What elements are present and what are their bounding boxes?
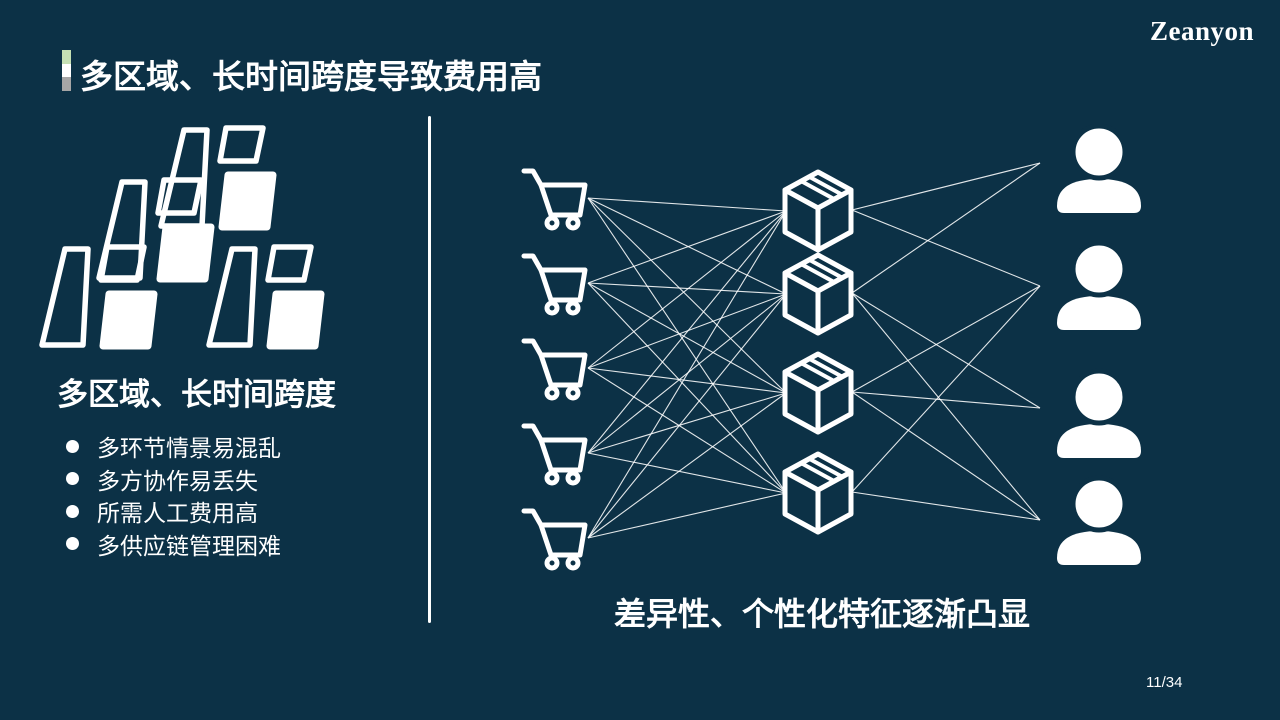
shopping-cart-icon — [524, 426, 585, 483]
list-item: 所需人工费用高 — [66, 495, 281, 528]
shopping-cart-icon — [524, 511, 585, 568]
list-item: 多供应链管理困难 — [66, 528, 281, 561]
package-box-icon — [785, 354, 851, 432]
shopping-cart-icon — [524, 341, 585, 398]
user-icon — [1057, 243, 1141, 330]
accent-segment-gray — [62, 77, 71, 92]
shopping-cart-icon — [524, 256, 585, 313]
user-icon — [1057, 371, 1141, 458]
package-box-icon — [785, 454, 851, 532]
user-icon — [1057, 478, 1141, 565]
bullet-dot-icon — [66, 439, 79, 453]
vertical-divider — [428, 116, 431, 623]
bullet-text: 多供应链管理困难 — [97, 532, 281, 559]
cart-to-box-edges — [587, 197, 787, 539]
page-title: 多区域、长时间跨度导致费用高 — [80, 58, 542, 95]
user-icon — [1057, 126, 1141, 213]
bullet-dot-icon — [66, 472, 79, 486]
page-number: 11/34 — [1146, 674, 1183, 691]
warehouse-cluster-icon — [38, 110, 368, 355]
package-box-icon — [785, 172, 851, 250]
bullet-text: 所需人工费用高 — [97, 500, 258, 527]
shopping-cart-icon — [524, 171, 585, 228]
bullet-text: 多方协作易丢失 — [97, 467, 258, 494]
accent-segment-green — [62, 50, 71, 64]
bullet-dot-icon — [66, 537, 79, 551]
bullet-dot-icon — [66, 504, 79, 518]
box-to-user-edges — [851, 162, 1041, 521]
bullet-text: 多环节情景易混乱 — [97, 435, 281, 462]
left-panel-heading: 多区域、长时间跨度 — [57, 377, 336, 412]
brand-logo: Zeanyon — [1149, 16, 1254, 46]
list-item: 多方协作易丢失 — [66, 463, 281, 496]
supply-network-diagram — [420, 100, 1180, 590]
title-accent-bar — [62, 50, 71, 92]
accent-segment-white — [62, 63, 71, 78]
list-item: 多环节情景易混乱 — [66, 430, 281, 463]
bullet-list: 多环节情景易混乱 多方协作易丢失 所需人工费用高 多供应链管理困难 — [66, 430, 281, 560]
diagram-caption: 差异性、个性化特征逐渐凸显 — [613, 596, 1030, 632]
package-box-icon — [785, 255, 851, 333]
